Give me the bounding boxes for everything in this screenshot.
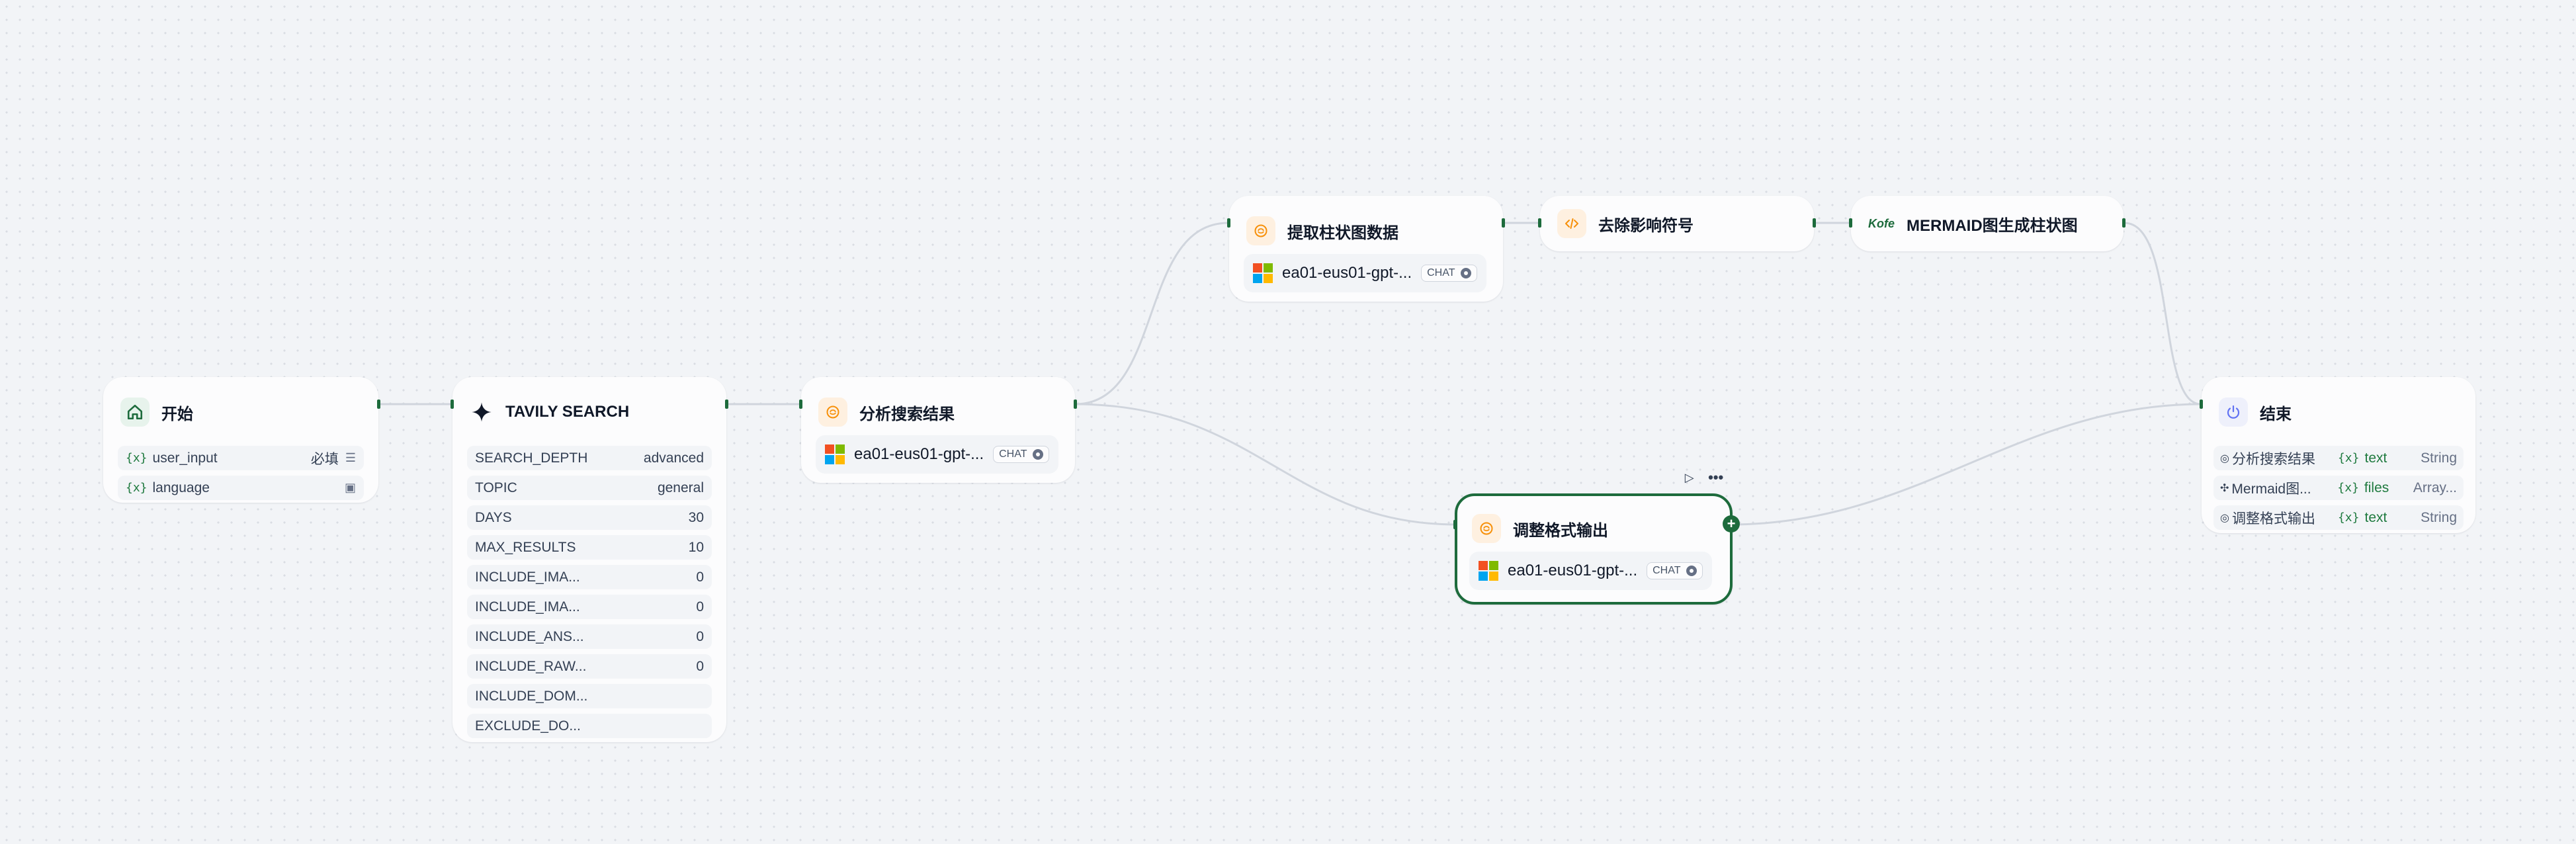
microsoft-logo-icon <box>825 444 845 464</box>
node-start[interactable]: 开始 {x} user_input 必填 ☰ {x} language ▣ <box>103 377 378 503</box>
variable-icon: {x} <box>126 451 148 465</box>
chat-badge: CHAT <box>993 446 1049 463</box>
param-row: INCLUDE_IMA...0 <box>467 595 712 619</box>
kofe-logo-icon: Kofe <box>1868 216 1895 230</box>
param-row: INCLUDE_IMA...0 <box>467 565 712 589</box>
node-title: 去除影响符号 <box>1598 216 1694 235</box>
chat-badge: CHAT <box>1421 265 1477 282</box>
run-node-icon[interactable]: ▷ <box>1684 470 1694 484</box>
node-title: 分析搜索结果 <box>859 405 955 423</box>
model-selector[interactable]: ea01-eus01-gpt-... CHAT <box>1469 552 1712 590</box>
code-icon <box>1557 209 1586 238</box>
more-options-icon[interactable]: ••• <box>1708 469 1724 485</box>
microsoft-logo-icon <box>1253 263 1273 283</box>
eye-icon <box>1460 268 1471 278</box>
node-title: 提取柱状图数据 <box>1287 224 1398 242</box>
select-type-icon: ▣ <box>344 481 356 494</box>
chat-badge: CHAT <box>1647 562 1703 579</box>
mermaid-output-handle[interactable] <box>2122 218 2125 228</box>
node-title: TAVILY SEARCH <box>505 403 630 421</box>
node-end[interactable]: 结束 ◎ 分析搜索结果 {x} text String ✣ Mermaid图..… <box>2202 377 2475 533</box>
analyze-input-handle[interactable] <box>799 400 802 409</box>
model-selector[interactable]: ea01-eus01-gpt-... CHAT <box>1244 254 1486 292</box>
extract-input-handle[interactable] <box>1227 218 1230 228</box>
eye-icon <box>1032 449 1043 460</box>
param-row: INCLUDE_ANS...0 <box>467 624 712 649</box>
model-selector[interactable]: ea01-eus01-gpt-... CHAT <box>816 435 1058 474</box>
tavily-input-handle[interactable] <box>451 400 454 409</box>
node-format-output[interactable]: 调整格式输出 ea01-eus01-gpt-... CHAT <box>1455 493 1733 605</box>
llm-icon <box>1246 216 1275 245</box>
home-icon <box>120 398 150 427</box>
end-input-handle[interactable] <box>2200 400 2203 409</box>
output-var-row: ✣ Mermaid图... {x} files Array... <box>2213 476 2464 500</box>
output-var-row: ◎ 调整格式输出 {x} text String <box>2213 505 2464 530</box>
format-input-handle[interactable] <box>1453 520 1457 529</box>
model-name: ea01-eus01-gpt-... <box>854 445 984 463</box>
edge-analyze-extract <box>1074 222 1229 405</box>
llm-icon <box>818 398 847 427</box>
start-var-row[interactable]: {x} user_input 必填 ☰ <box>118 446 364 470</box>
tool-icon: ✣ <box>2220 482 2229 494</box>
node-analyze-results[interactable]: 分析搜索结果 ea01-eus01-gpt-... CHAT <box>801 377 1075 483</box>
strip-output-handle[interactable] <box>1813 218 1816 228</box>
llm-icon: ◎ <box>2220 512 2229 524</box>
node-title: MERMAID图生成柱状图 <box>1907 216 2078 235</box>
strip-input-handle[interactable] <box>1538 218 1541 228</box>
node-title: 结束 <box>2260 405 2292 423</box>
llm-icon: ◎ <box>2220 452 2229 464</box>
sparkle-icon <box>470 398 494 427</box>
edge-format-end <box>1730 403 2202 526</box>
power-icon <box>2219 398 2248 427</box>
start-var-row[interactable]: {x} language ▣ <box>118 476 364 500</box>
output-var-row: ◎ 分析搜索结果 {x} text String <box>2213 446 2464 470</box>
extract-output-handle[interactable] <box>1502 218 1505 228</box>
node-toolbar: ▷ ••• <box>1678 466 1731 489</box>
node-mermaid-bar-chart[interactable]: Kofe MERMAID图生成柱状图 <box>1851 196 2124 251</box>
edge-analyze-format <box>1074 403 1457 526</box>
analyze-output-handle[interactable] <box>1074 400 1077 409</box>
text-type-icon: ☰ <box>345 451 356 464</box>
edge-mermaid-end <box>2124 222 2202 405</box>
eye-icon <box>1686 566 1697 576</box>
llm-icon <box>1472 514 1501 543</box>
node-title: 开始 <box>161 405 193 423</box>
param-row: EXCLUDE_DO... <box>467 714 712 738</box>
start-output-handle[interactable] <box>377 400 380 409</box>
node-strip-symbols[interactable]: 去除影响符号 <box>1540 196 1814 251</box>
add-next-node-button[interactable]: + <box>1723 515 1740 532</box>
microsoft-logo-icon <box>1479 561 1498 581</box>
model-name: ea01-eus01-gpt-... <box>1282 264 1412 282</box>
variable-icon: {x} <box>126 481 148 495</box>
param-row: INCLUDE_DOM... <box>467 684 712 708</box>
node-title: 调整格式输出 <box>1513 521 1608 540</box>
tavily-output-handle[interactable] <box>725 400 728 409</box>
model-name: ea01-eus01-gpt-... <box>1508 562 1638 579</box>
mermaid-input-handle[interactable] <box>1849 218 1852 228</box>
node-extract-chart-data[interactable]: 提取柱状图数据 ea01-eus01-gpt-... CHAT <box>1229 196 1503 302</box>
param-row: INCLUDE_RAW...0 <box>467 654 712 679</box>
